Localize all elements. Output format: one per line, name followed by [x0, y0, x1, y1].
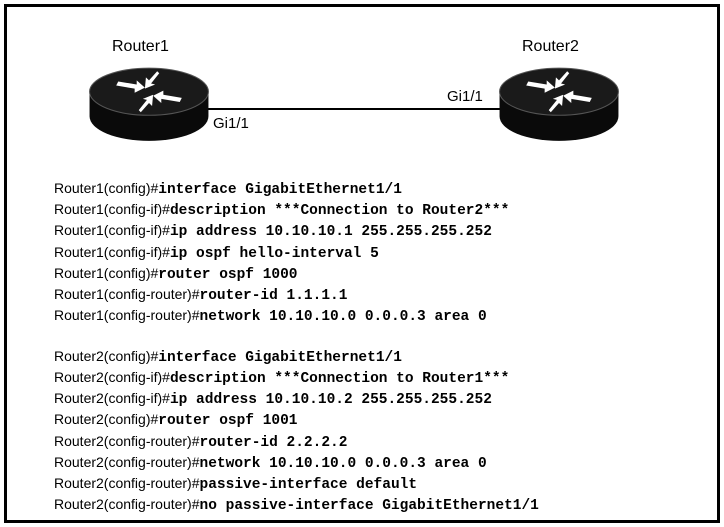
config-line: Router1(config-if)#ip address 10.10.10.1…	[54, 220, 714, 241]
config-command: ip ospf hello-interval 5	[169, 245, 379, 262]
config-line: Router2(config-if)#ip address 10.10.10.2…	[54, 388, 714, 409]
config-prompt: Router1(config-router)#	[54, 285, 200, 302]
config-prompt: Router2(config-if)#	[54, 369, 170, 385]
config-prompt: Router1(config-if)#	[54, 243, 170, 260]
config-command: ip address 10.10.10.2 255.255.255.252	[169, 392, 492, 409]
config-command: interface GigabitEthernet1/1	[158, 349, 402, 366]
config-line: Router1(config)#interface GigabitEtherne…	[54, 178, 714, 199]
config-prompt: Router2(config)#	[54, 347, 159, 364]
config-command: router ospf 1001	[158, 413, 298, 430]
config-line: Router2(config-router)#network 10.10.10.…	[54, 452, 714, 473]
router2-name: Router2	[522, 38, 579, 55]
router1-port-label: Gi1/1	[213, 115, 249, 132]
config-prompt: Router2(config)#	[54, 411, 159, 428]
config-line: Router2(config)#router ospf 1001	[54, 409, 714, 430]
config-prompt: Router1(config-router)#	[54, 307, 200, 324]
config-line: Router2(config-router)#no passive-interf…	[54, 494, 714, 515]
config-line: Router1(config)#router ospf 1000	[54, 263, 714, 284]
config-line: Router1(config-router)#network 10.10.10.…	[54, 305, 714, 326]
config-prompt: Router2(config-router)#	[54, 496, 200, 513]
config-prompt: Router1(config-if)#	[54, 222, 170, 239]
config-command: description ***Connection to Router2***	[169, 203, 510, 220]
config-command: passive-interface default	[199, 476, 418, 493]
config-listing: Router1(config)#interface GigabitEtherne…	[54, 178, 714, 515]
config-command: router-id 2.2.2.2	[199, 434, 348, 451]
config-command: no passive-interface GigabitEthernet1/1	[199, 498, 539, 515]
config-line: Router1(config-if)#ip ospf hello-interva…	[54, 242, 714, 263]
config-command: interface GigabitEthernet1/1	[158, 182, 402, 198]
router2-config-block: Router2(config)#interface GigabitEtherne…	[54, 346, 714, 516]
network-diagram	[89, 67, 619, 142]
config-line: Router2(config-router)#passive-interface…	[54, 473, 714, 494]
config-command: router ospf 1000	[158, 266, 298, 283]
config-command: description ***Connection to Router1***	[169, 371, 510, 387]
config-prompt: Router1(config-if)#	[54, 201, 170, 218]
config-command: ip address 10.10.10.1 255.255.255.252	[169, 224, 492, 241]
config-prompt: Router2(config-router)#	[54, 474, 200, 491]
config-prompt: Router1(config)#	[54, 264, 159, 281]
config-command: router-id 1.1.1.1	[199, 287, 348, 304]
config-command: network 10.10.10.0 0.0.0.3 area 0	[199, 455, 487, 472]
config-line: Router2(config)#interface GigabitEtherne…	[54, 346, 714, 367]
config-prompt: Router2(config-router)#	[54, 453, 200, 470]
config-line: Router1(config-if)#description ***Connec…	[54, 199, 714, 220]
config-prompt: Router2(config-router)#	[54, 432, 200, 449]
config-line: Router2(config-router)#router-id 2.2.2.2	[54, 431, 714, 452]
config-prompt: Router1(config)#	[54, 180, 159, 196]
config-line: Router1(config-router)#router-id 1.1.1.1	[54, 284, 714, 305]
router1-icon[interactable]	[89, 67, 209, 142]
router1-config-block: Router1(config)#interface GigabitEtherne…	[54, 178, 714, 326]
figure-frame: Router1 Router2 Gi1/1 Gi1/1 Router1(conf…	[4, 4, 720, 523]
router1-name: Router1	[112, 38, 169, 55]
router2-icon[interactable]	[499, 67, 619, 142]
config-line: Router2(config-if)#description ***Connec…	[54, 367, 714, 388]
router2-port-label: Gi1/1	[447, 88, 483, 105]
config-command: network 10.10.10.0 0.0.0.3 area 0	[199, 309, 487, 326]
config-prompt: Router2(config-if)#	[54, 390, 170, 407]
